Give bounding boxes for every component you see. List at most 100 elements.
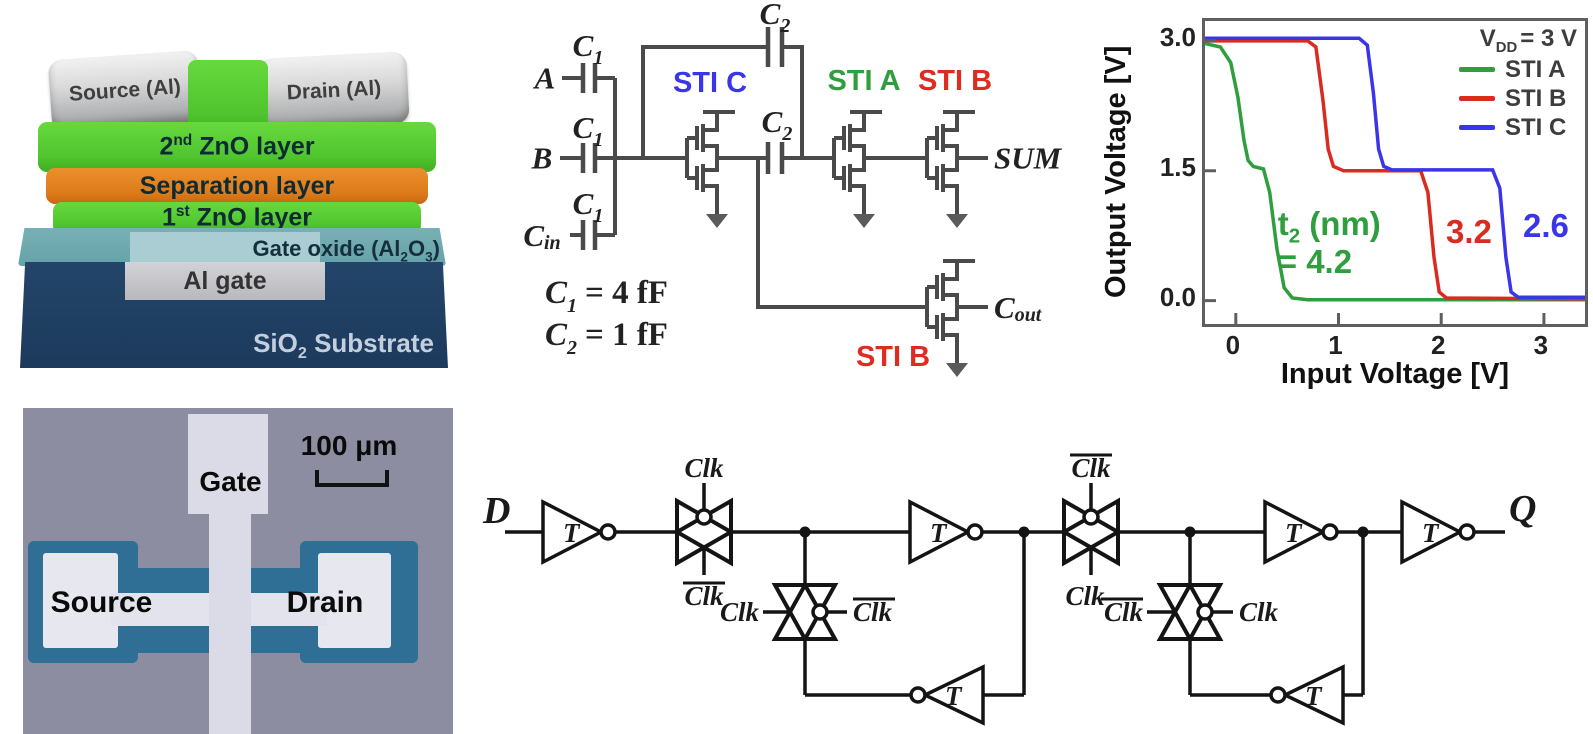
x-tick-label: 2	[1430, 330, 1446, 360]
source-label: Source	[50, 586, 153, 619]
series-line-sti-a	[1205, 41, 1585, 302]
feedback-inverter-1-label: T	[945, 681, 963, 711]
flipflop-circuit-panel: D Q T T T T T T Clk Clk Clk Clk Clk Clk …	[482, 453, 1536, 725]
tg2-clkbar-label: Clk	[1071, 453, 1111, 483]
device-structure-panel: Source (Al) Drain (Al) 2nd ZnO layer Sep…	[8, 10, 455, 402]
x-tick-label: 1	[1328, 330, 1343, 360]
sti-b-cout-label: STI B	[856, 341, 930, 373]
y-tick-label: 3.0	[1159, 21, 1196, 52]
input-b-label: B	[531, 141, 553, 176]
legend-swatch-sti-c	[1459, 125, 1495, 130]
x-axis-label: Input Voltage [V]	[1280, 358, 1510, 390]
series-line-sti-b	[1205, 39, 1585, 301]
ftg1-right-bubble	[811, 603, 829, 621]
transfer-curve-chart: Output Voltage [V] VDD= 3 V STI A STI B …	[1100, 6, 1593, 406]
al-gate-label: Al gate	[183, 266, 267, 295]
al-gate-block: Al gate	[125, 262, 325, 300]
drain-label: Drain	[286, 586, 364, 619]
ftg2-right-bubble	[1196, 603, 1214, 621]
q-output-label: Q	[1509, 488, 1536, 530]
chart-annotation: t2 (nm)= 4.2	[1277, 205, 1381, 281]
zno2-layer: 2nd ZnO layer	[38, 122, 436, 172]
flipflop-wires	[505, 483, 1505, 697]
cap-c2-label-series: C2	[762, 104, 793, 145]
legend-row-sti-c: STI C	[1459, 113, 1577, 142]
node-x-junction	[799, 526, 811, 538]
chart-legend: VDD= 3 V STI A STI B STI C	[1459, 25, 1577, 142]
gate-column	[209, 508, 251, 734]
cap-c1-label-a: C1	[573, 28, 604, 69]
legend-title: VDD= 3 V	[1479, 25, 1577, 56]
feedback-inverter-2-label: T	[1305, 681, 1323, 711]
adder-capacitors	[580, 27, 785, 250]
input-cin-label: Cin	[523, 218, 560, 255]
drain-electrode-label: Drain (Al)	[286, 76, 382, 105]
gate-oxide-label: Gate oxide (Al2O3)	[252, 236, 440, 265]
substrate-label: SiO2 Substrate	[253, 328, 434, 363]
drain-electrode: Drain (Al)	[258, 51, 410, 131]
tg1-clk-label: Clk	[684, 453, 724, 483]
series-line-sti-c	[1205, 36, 1585, 299]
source-electrode: Source (Al)	[47, 49, 203, 133]
y-tick-label: 1.5	[1159, 151, 1196, 182]
c1-equation: C1= 4 fF	[545, 275, 668, 317]
ftg1-clk-label: Clk	[720, 597, 760, 627]
cap-c1-label-cin: C1	[573, 186, 604, 227]
legend-row-sti-b: STI B	[1459, 84, 1577, 113]
x-tick-label: 0	[1225, 330, 1241, 360]
legend-swatch-sti-b	[1459, 96, 1495, 101]
cout-output-label: Cout	[994, 290, 1043, 327]
ftg2-clk-label: Clk	[1239, 597, 1279, 627]
gate-label: Gate	[199, 466, 262, 497]
adder-circuit-panel: A B Cin C1 C1 C1 C2 C2 STI C STI A STI B…	[523, 0, 1063, 379]
drain-finger	[251, 593, 327, 626]
x-tick-label: 3	[1533, 330, 1549, 360]
input-a-label: A	[533, 61, 556, 96]
d-input-label: D	[482, 490, 510, 532]
gate-pad	[188, 414, 268, 514]
gate-oxide-mesa	[130, 232, 320, 266]
inverter-2-label: T	[930, 518, 948, 548]
separation-layer: Separation layer	[46, 168, 428, 204]
plot-area: VDD= 3 V STI A STI B STI C t2 (nm)= 4.2 3…	[1202, 18, 1588, 327]
sti-c-transistor	[671, 110, 750, 230]
tg2-clk-label: Clk	[1065, 581, 1105, 611]
separation-layer-label: Separation layer	[139, 171, 335, 200]
zno2-layer-label: 2nd ZnO layer	[159, 132, 315, 161]
legend-swatch-sti-a	[1459, 67, 1495, 72]
inverter-3-label: T	[1285, 518, 1303, 548]
ftg1-clkbar-label: Clk	[853, 597, 893, 627]
inverter-1-label: T	[563, 518, 581, 548]
y-tick-label: 0.0	[1159, 281, 1196, 312]
tg1-top-bubble	[695, 508, 713, 526]
micrograph-panel: Gate Source Drain 100 μm	[23, 408, 453, 734]
chart-annotation: 2.6	[1523, 207, 1569, 245]
inverter-4-label: T	[1422, 518, 1440, 548]
sti-b-transistor	[911, 110, 990, 230]
node-y-junction	[1018, 526, 1030, 538]
tg2-top-bubble	[1082, 508, 1100, 526]
cap-c1-label-b: C1	[573, 110, 604, 151]
scale-bar	[315, 470, 389, 487]
source-finger	[111, 593, 209, 626]
zno1-layer-label: 1st ZnO layer	[162, 203, 312, 232]
scale-label: 100 μm	[300, 430, 398, 461]
drain-pad	[318, 553, 391, 648]
adder-wires	[560, 45, 913, 309]
node-z-junction	[1184, 526, 1196, 538]
ftg2-clkbar-label: Clk	[1104, 597, 1144, 627]
plot-canvas	[1205, 36, 1585, 324]
source-electrode-label: Source (Al)	[68, 75, 182, 106]
sti-c-label: STI C	[673, 67, 747, 99]
c2-equation: C2= 1 fF	[545, 317, 668, 359]
sum-output-label: SUM	[994, 141, 1063, 176]
sti-a-label: STI A	[827, 65, 900, 97]
source-pad	[43, 553, 118, 648]
cap-c2-label-top: C2	[760, 0, 791, 37]
y-axis-label: Output Voltage [V]	[1100, 45, 1132, 299]
chart-annotation: 3.2	[1446, 213, 1492, 251]
sti-a-transistor	[818, 110, 897, 230]
tg1-clkbar-label: Clk	[684, 581, 724, 611]
legend-row-sti-a: STI A	[1459, 55, 1577, 84]
